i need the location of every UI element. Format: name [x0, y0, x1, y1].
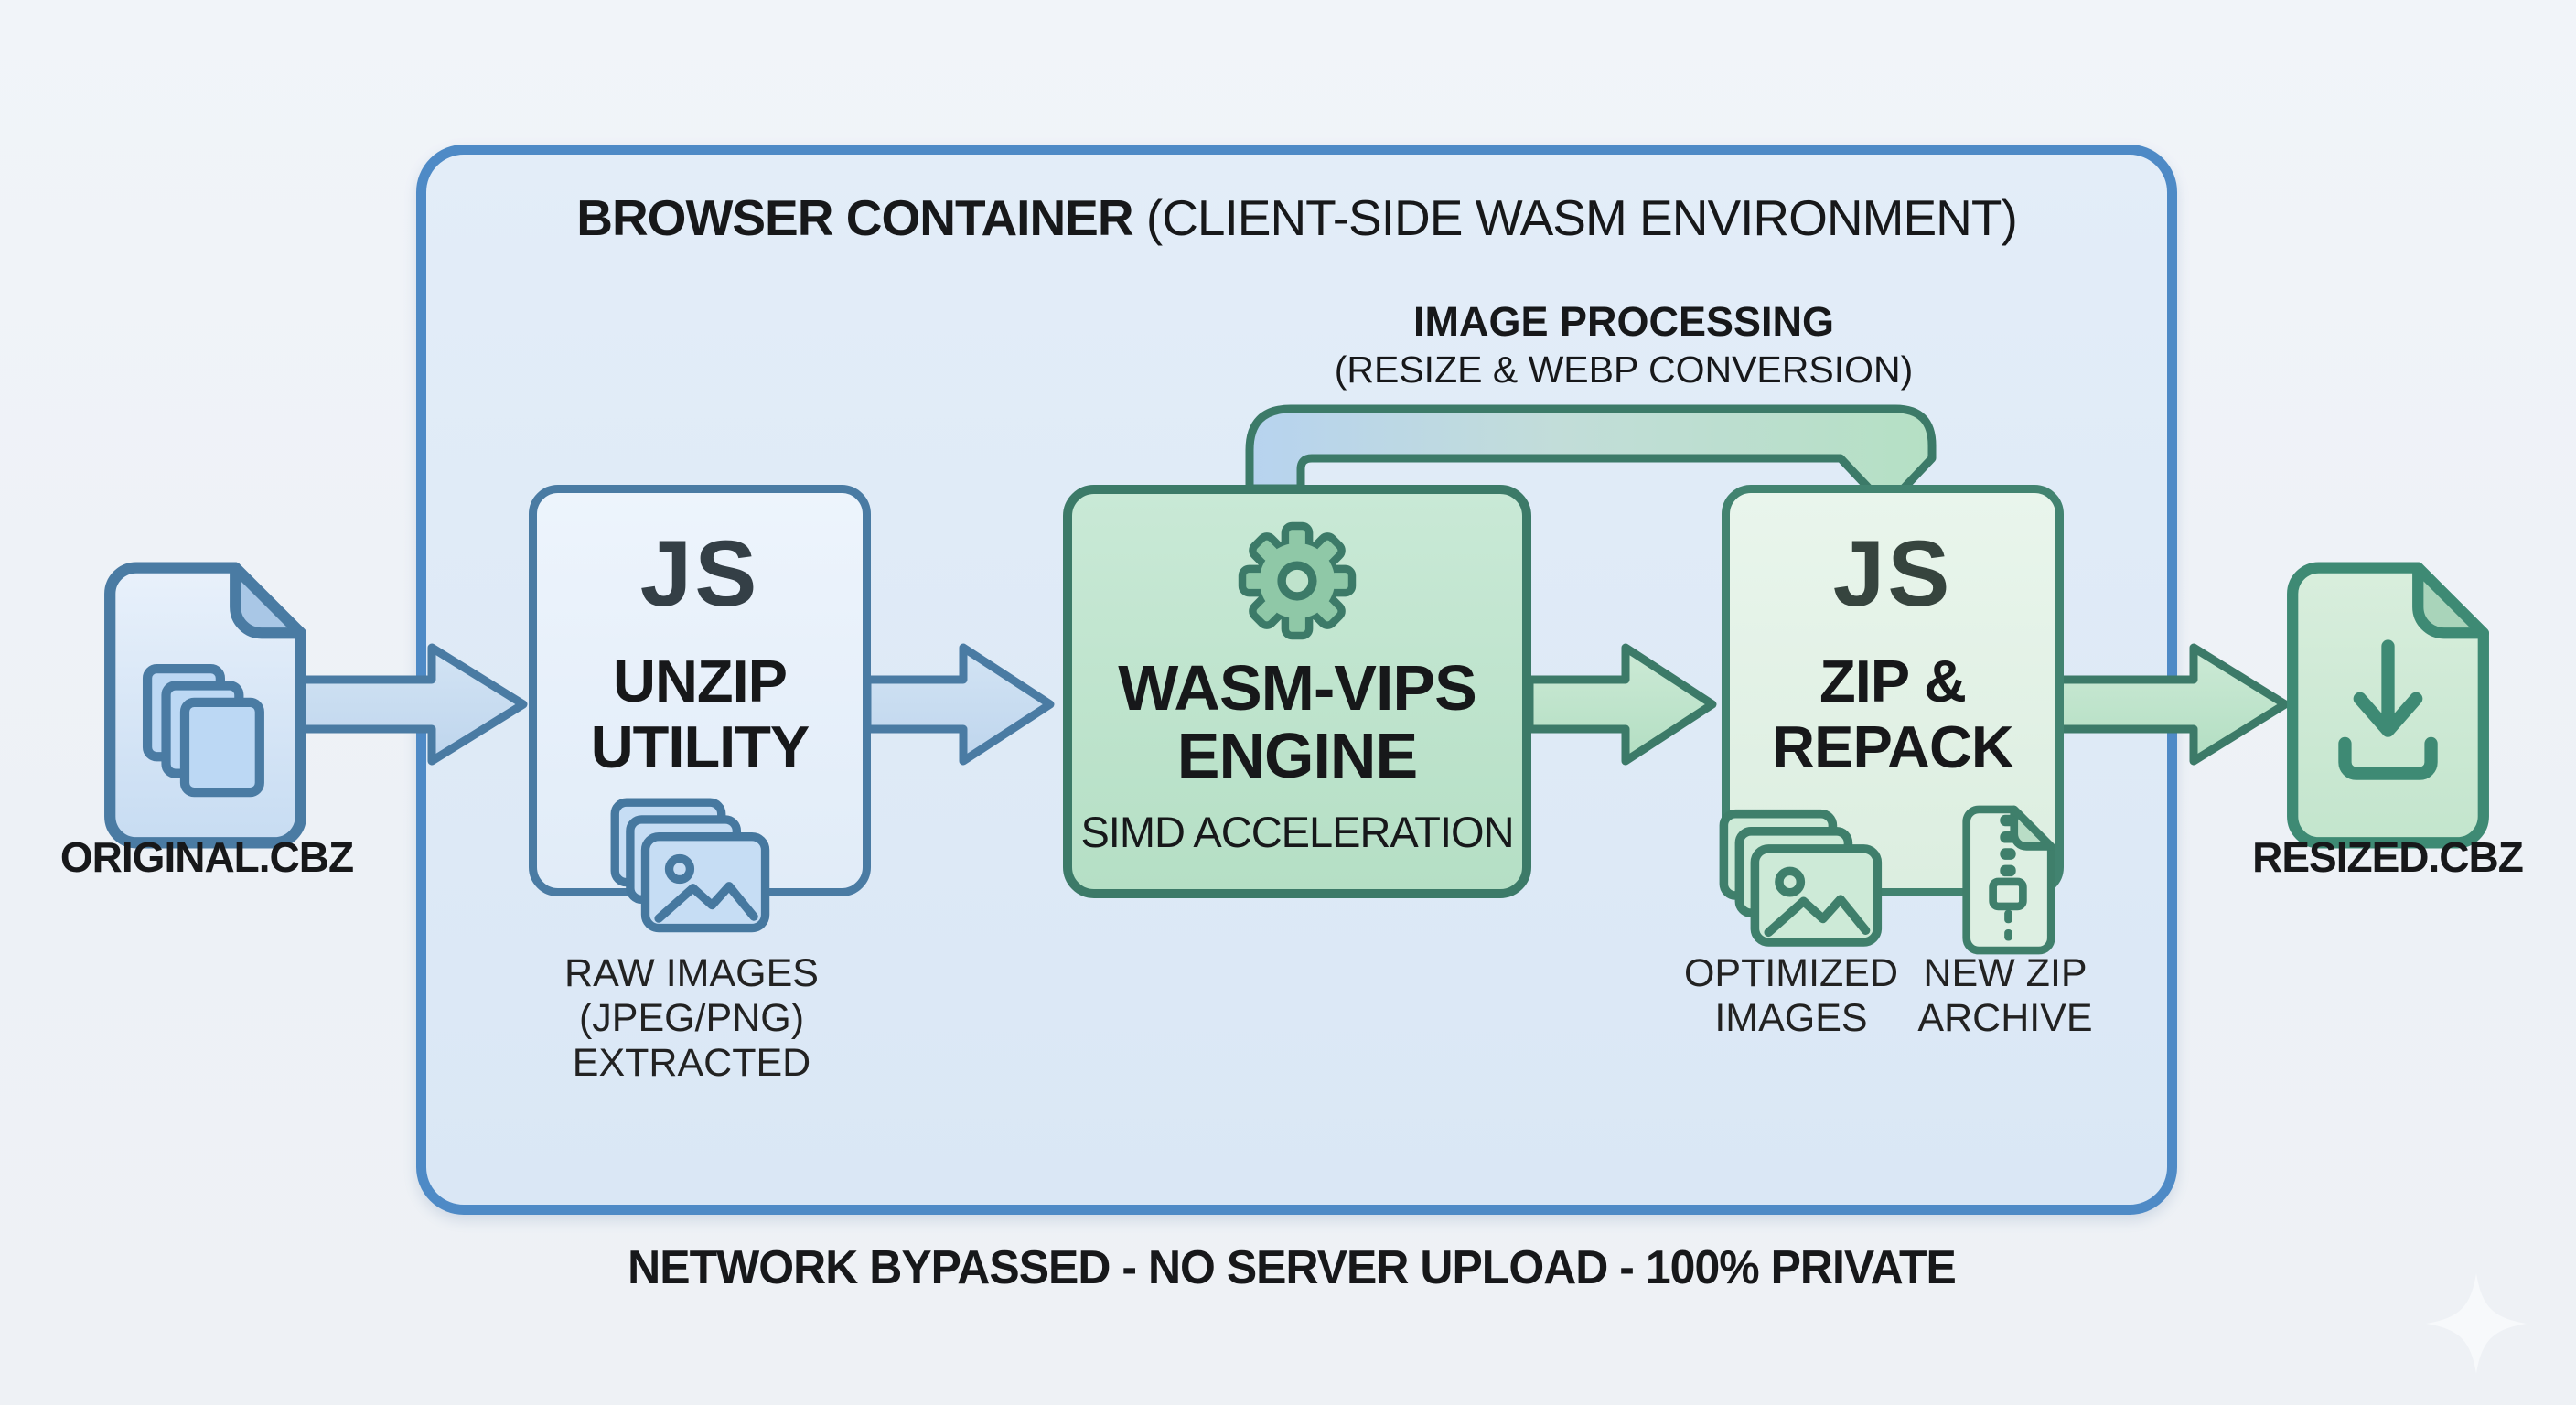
cbz-file-icon — [104, 562, 306, 849]
repack-title-line2: REPACK — [1772, 713, 2014, 780]
newzip-caption-line1: NEW ZIP — [1923, 951, 2088, 995]
flow-arrow-icon — [863, 643, 1055, 766]
stacked-images-icon — [610, 798, 770, 933]
zip-archive-icon — [1962, 805, 2055, 955]
unzip-caption-line2: (JPEG/PNG) — [578, 996, 805, 1040]
diagram-title: BROWSER CONTAINER (CLIENT-SIDE WASM ENVI… — [462, 188, 2131, 247]
title-bold: BROWSER CONTAINER — [576, 189, 1133, 246]
optimized-caption-line2: IMAGES — [1714, 996, 1868, 1040]
output-file-label: RESIZED.CBZ — [2252, 833, 2524, 881]
unzip-js-label: JS — [639, 521, 760, 626]
repack-js-label: JS — [1832, 521, 1953, 626]
stacked-pages-icon — [142, 663, 264, 798]
engine-subtitle: SIMD ACCELERATION — [1080, 808, 1514, 856]
optimized-images-caption: OPTIMIZED IMAGES — [1631, 951, 1951, 1041]
download-file-icon — [2287, 562, 2489, 849]
newzip-caption-line2: ARCHIVE — [1917, 996, 2093, 1040]
unzip-caption: RAW IMAGES (JPEG/PNG) EXTRACTED — [509, 951, 875, 1086]
curved-process-arrow-icon — [1245, 404, 1937, 511]
unzip-caption-line3: EXTRACTED — [572, 1041, 811, 1085]
unzip-title-line2: UTILITY — [590, 713, 810, 780]
unzip-title-line1: UNZIP — [613, 648, 788, 714]
new-zip-caption: NEW ZIP ARCHIVE — [1868, 951, 2142, 1041]
engine-title-line2: ENGINE — [1176, 720, 1418, 791]
unzip-caption-line1: RAW IMAGES — [564, 951, 819, 995]
flow-arrow-icon — [284, 643, 528, 766]
flow-arrow-icon — [1525, 643, 1717, 766]
process-arrow-label: IMAGE PROCESSING (RESIZE & WEBP CONVERSI… — [1308, 298, 1939, 393]
optimized-caption-line1: OPTIMIZED — [1683, 951, 1899, 995]
gear-icon — [1238, 521, 1357, 640]
privacy-footer: NETWORK BYPASSED - NO SERVER UPLOAD - 10… — [628, 1241, 1957, 1294]
process-label-line2: (RESIZE & WEBP CONVERSION) — [1334, 349, 1914, 391]
engine-title-line1: WASM-VIPS — [1118, 652, 1477, 724]
sparkle-icon — [2426, 1273, 2527, 1374]
title-rest: (CLIENT-SIDE WASM ENVIRONMENT) — [1132, 189, 2018, 246]
repack-title-line1: ZIP & — [1819, 648, 1967, 714]
process-label-line1: IMAGE PROCESSING — [1412, 298, 1835, 345]
input-file-label: ORIGINAL.CBZ — [59, 833, 354, 881]
stacked-images-icon — [1719, 809, 1883, 947]
download-arrow-icon — [2338, 639, 2438, 780]
flow-arrow-icon — [2037, 643, 2290, 766]
wasm-vips-engine-box: WASM-VIPS ENGINE SIMD ACCELERATION — [1063, 485, 1531, 898]
